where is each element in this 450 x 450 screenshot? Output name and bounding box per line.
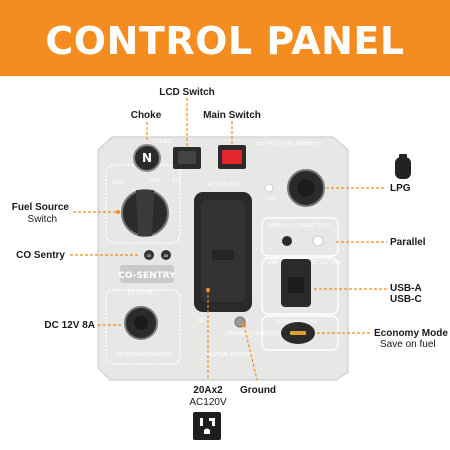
fuel-source-knob-grip xyxy=(136,190,154,236)
economy-panel-text: ECONOMY MODE xyxy=(276,319,319,325)
output-indicator-text: OUTPUT xyxy=(257,141,278,147)
callout-dot-ground xyxy=(242,323,246,327)
fuel-lpg-text: LPG xyxy=(113,180,123,186)
choke-panel-text: CHOKE xyxy=(154,139,172,145)
lpg-tank-icon xyxy=(395,154,411,179)
parallel-panel-text: PARALLEL CONNECTORS xyxy=(268,223,330,229)
lcd-switch-rocker xyxy=(178,151,196,164)
usb-port-inner xyxy=(288,277,304,293)
label-economy-mode: Economy Mode xyxy=(374,328,448,339)
ac-rating-text: AC 120V 20A xyxy=(208,182,239,188)
choke-knob[interactable] xyxy=(133,144,161,172)
low-oil-indicator-text: LOW OIL xyxy=(302,141,323,147)
dc-panel-text: DC 12V 8A xyxy=(128,290,154,296)
fuel-half-text: 0.5 xyxy=(172,178,179,184)
label-parallel: Parallel xyxy=(390,237,426,248)
label-choke: Choke xyxy=(131,110,162,121)
fuel-gas-text: GAS xyxy=(150,178,161,184)
callout-ground xyxy=(243,324,258,381)
label-outlet-voltage: AC120V xyxy=(189,397,227,408)
lpg-port-indicator xyxy=(264,183,274,193)
co-value-2: 85 xyxy=(164,253,169,258)
ac-outlet-icon xyxy=(193,412,221,440)
label-ground: Ground xyxy=(240,385,276,396)
ground-connector-text: GROUND CONNECTOR xyxy=(226,331,282,337)
neutral-floating-text: NEUTRAL FLOATING xyxy=(206,352,255,358)
label-dc: DC 12V 8A xyxy=(44,320,95,331)
economy-mode-toggle xyxy=(290,331,306,335)
label-fuel-source: Fuel Source xyxy=(12,202,70,213)
label-fuel-source-switch: Switch xyxy=(28,214,57,225)
parallel-outline xyxy=(261,217,339,257)
dc-outlet-socket xyxy=(134,316,148,330)
header-banner xyxy=(0,0,450,76)
label-save-on-fuel: Save on fuel xyxy=(380,339,436,350)
label-co-sentry: CO Sentry xyxy=(16,250,65,261)
label-usb-c: USB-C xyxy=(390,294,422,305)
usb-outline xyxy=(261,257,339,315)
overload-indicator-text: OVERLOAD xyxy=(277,141,305,147)
label-lpg: LPG xyxy=(390,183,411,194)
parallel-connector-2[interactable] xyxy=(312,235,324,247)
callout-dot-outlet xyxy=(206,288,210,292)
label-usb-a: USB-A xyxy=(390,283,422,294)
callout-dot-fuel xyxy=(116,210,120,214)
dc-system-text: DC SYSTEM FLOATING xyxy=(116,352,171,358)
ac-outlet-cover-tab xyxy=(212,250,234,260)
lpg-port-center xyxy=(297,179,315,197)
label-lcd-switch: LCD Switch xyxy=(159,87,215,98)
label-main-switch: Main Switch xyxy=(203,110,261,121)
ac-ground-left-text: DC xyxy=(198,318,206,324)
co-sentry-logo-text: CO-SENTRY xyxy=(118,271,176,281)
co-value-1: 00 xyxy=(147,253,152,258)
choke-position-text: N xyxy=(142,151,152,165)
page-title: CONTROL PANEL xyxy=(45,19,405,63)
co-sentry-logo xyxy=(120,265,174,283)
co-indicator-1 xyxy=(144,250,154,260)
main-switch-rocker xyxy=(222,150,242,164)
lpg-port-text: LPG xyxy=(265,196,275,202)
parallel-connector-1[interactable] xyxy=(282,236,292,246)
co-indicator-2 xyxy=(161,250,171,260)
label-outlet-rating: 20Ax2 xyxy=(193,385,223,396)
dc-outline xyxy=(105,289,181,365)
